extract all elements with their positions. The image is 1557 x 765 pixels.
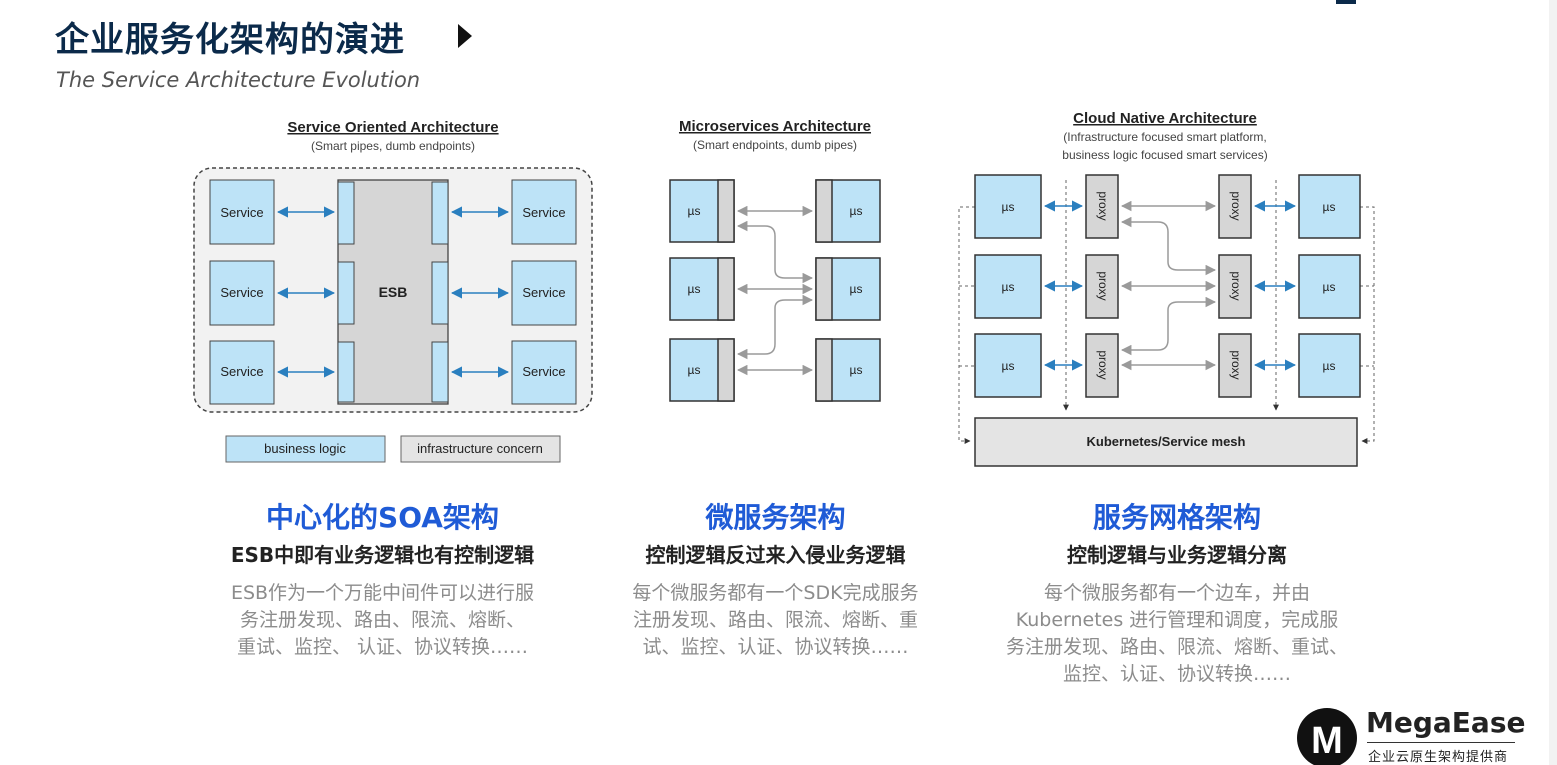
- esb-port: [337, 341, 355, 403]
- svg-text:µs: µs: [850, 282, 863, 296]
- microservice-node: µs: [669, 257, 735, 321]
- slide-edge: [1549, 0, 1557, 765]
- svg-text:proxy: proxy: [1096, 191, 1110, 220]
- esb-port: [337, 181, 355, 245]
- microservice-node: µs: [1298, 333, 1361, 398]
- sidecar-arrows: [1043, 200, 1297, 371]
- micro-description: 每个微服务都有一个SDK完成服务 注册发现、路由、限流、熔断、重 试、监控、认证…: [632, 582, 919, 658]
- svg-text:Service: Service: [220, 205, 263, 220]
- mesh-subheading: 控制逻辑与业务逻辑分离: [1067, 543, 1287, 567]
- logo-name: MegaEase: [1366, 706, 1526, 739]
- proxy-sidecar: proxy: [1085, 174, 1119, 239]
- microservice-node: µs: [1298, 174, 1361, 239]
- service-box: Service: [209, 260, 275, 326]
- microservice-node: µs: [974, 254, 1042, 319]
- svg-text:proxy: proxy: [1096, 350, 1110, 379]
- page-subtitle: The Service Architecture Evolution: [56, 68, 421, 92]
- svg-text:µs: µs: [1002, 280, 1015, 294]
- microservice-node: µs: [815, 257, 881, 321]
- microservice-node: µs: [669, 338, 735, 402]
- svg-text:Service: Service: [220, 285, 263, 300]
- cloud-title: Cloud Native Architecture: [1073, 110, 1257, 127]
- architecture-diagrams: Service Oriented Architecture (Smart pip…: [193, 110, 1375, 467]
- play-arrow-icon: [458, 24, 472, 48]
- svg-text:Service: Service: [220, 364, 263, 379]
- legend-business: business logic: [225, 435, 386, 463]
- svg-text:proxy: proxy: [1229, 350, 1243, 379]
- svg-text:µs: µs: [688, 204, 701, 218]
- esb-port: [431, 261, 449, 325]
- micro-caption: (Smart endpoints, dumb pipes): [693, 138, 857, 152]
- svg-text:Service: Service: [522, 364, 565, 379]
- proxy-sidecar: proxy: [1085, 333, 1119, 398]
- soa-title: Service Oriented Architecture: [287, 119, 498, 136]
- svg-text:µs: µs: [688, 363, 701, 377]
- soa-description: ESB作为一个万能中间件可以进行服 务注册发现、路由、限流、熔断、 重试、监控、…: [230, 582, 535, 658]
- svg-text:Service: Service: [522, 205, 565, 220]
- megaease-logo-icon: M: [1297, 708, 1357, 765]
- proxy-sidecar: proxy: [1085, 254, 1119, 319]
- svg-text:µs: µs: [1323, 280, 1336, 294]
- microservice-node: µs: [974, 174, 1042, 239]
- svg-text:proxy: proxy: [1229, 191, 1243, 220]
- svg-text:proxy: proxy: [1229, 271, 1243, 300]
- svg-text:µs: µs: [850, 204, 863, 218]
- microservice-node: µs: [974, 333, 1042, 398]
- svg-text:proxy: proxy: [1096, 271, 1110, 300]
- micro-arrows: [736, 205, 814, 376]
- proxy-sidecar: proxy: [1218, 174, 1252, 239]
- soa-caption: (Smart pipes, dumb endpoints): [311, 139, 475, 153]
- svg-text:infrastructure concern: infrastructure concern: [417, 441, 543, 456]
- service-box: Service: [511, 340, 577, 405]
- proxy-sidecar: proxy: [1218, 254, 1252, 319]
- svg-text:business logic: business logic: [264, 441, 346, 456]
- mesh-description: 每个微服务都有一个边车，并由 Kubernetes 进行管理和调度，完成服 务注…: [1005, 582, 1348, 685]
- micro-title: Microservices Architecture: [679, 118, 871, 135]
- esb-port: [337, 261, 355, 325]
- soa-heading: 中心化的SOA架构: [266, 501, 499, 534]
- svg-text:Kubernetes/Service mesh: Kubernetes/Service mesh: [1087, 434, 1246, 449]
- micro-heading: 微服务架构: [705, 501, 846, 534]
- page-title: 企业服务化架构的演进: [55, 20, 405, 60]
- esb-port: [431, 341, 449, 403]
- svg-text:µs: µs: [1323, 359, 1336, 373]
- micro-subheading: 控制逻辑反过来入侵业务逻辑: [645, 543, 906, 567]
- kubernetes-service-mesh: Kubernetes/Service mesh: [974, 417, 1358, 467]
- corner-mark: [1336, 0, 1356, 4]
- svg-text:µs: µs: [688, 282, 701, 296]
- proxy-sidecar: proxy: [1218, 333, 1252, 398]
- svg-text:Service: Service: [522, 285, 565, 300]
- svg-text:µs: µs: [1002, 200, 1015, 214]
- mesh-heading: 服务网格架构: [1092, 501, 1261, 534]
- svg-text:µs: µs: [1323, 200, 1336, 214]
- service-box: Service: [209, 179, 275, 245]
- cloud-caption-1: (Infrastructure focused smart platform,: [1063, 130, 1266, 144]
- soa-arrows: [276, 206, 510, 378]
- microservice-node: µs: [815, 179, 881, 243]
- microservice-node: µs: [1298, 254, 1361, 319]
- cloud-native-diagram: Cloud Native Architecture (Infrastructur…: [958, 110, 1375, 467]
- mesh-arrows: [1120, 200, 1217, 371]
- cloud-caption-2: business logic focused smart services): [1062, 148, 1267, 162]
- esb-label: ESB: [379, 284, 408, 300]
- microservice-node: µs: [669, 179, 735, 243]
- svg-text:µs: µs: [850, 363, 863, 377]
- service-box: Service: [511, 179, 577, 245]
- soa-diagram: Service Oriented Architecture (Smart pip…: [193, 119, 593, 463]
- service-box: Service: [511, 260, 577, 326]
- esb-port: [431, 181, 449, 245]
- microservices-diagram: Microservices Architecture (Smart endpoi…: [669, 118, 881, 402]
- logo-divider: [1367, 742, 1515, 743]
- mesh-dashed-links: [958, 180, 1375, 444]
- microservice-node: µs: [815, 338, 881, 402]
- soa-subheading: ESB中即有业务逻辑也有控制逻辑: [230, 543, 535, 567]
- svg-text:µs: µs: [1002, 359, 1015, 373]
- service-box: Service: [209, 340, 275, 405]
- svg-text:M: M: [1311, 720, 1343, 762]
- legend-infra: infrastructure concern: [400, 435, 561, 463]
- logo-tagline: 企业云原生架构提供商: [1368, 750, 1509, 765]
